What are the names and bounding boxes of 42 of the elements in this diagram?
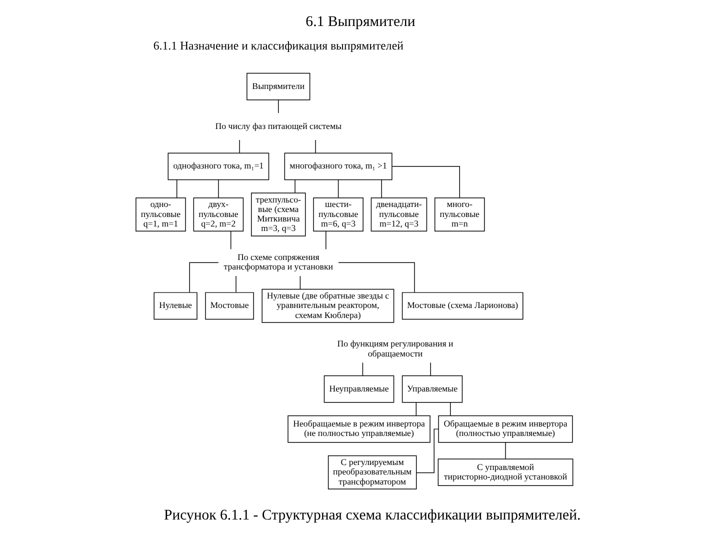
connector xyxy=(314,140,316,154)
connector xyxy=(325,230,326,250)
node-text: По числу фаз питающей системы xyxy=(214,120,342,131)
connector xyxy=(299,276,300,290)
connector xyxy=(338,262,414,293)
node-box: Необращаемые в режим инвертора (не полностью управляемые) xyxy=(287,415,430,443)
connector xyxy=(238,140,240,154)
node-box: Мостовые xyxy=(204,292,254,320)
connector xyxy=(391,166,460,198)
diagram-title: 6.1 Выпрямители xyxy=(305,14,415,30)
connector xyxy=(176,179,177,198)
connector xyxy=(380,179,382,198)
connector xyxy=(416,428,438,474)
connector xyxy=(415,402,416,416)
node-box: Обращаемые в режим инвертора (полностью управляемые) xyxy=(438,415,572,443)
node-box: Выпрямители xyxy=(246,72,310,100)
connector xyxy=(504,442,506,460)
node-box: однофазного тока, m₁=1 xyxy=(167,152,269,180)
node-box: одно- пульсовые q=1, m=1 xyxy=(135,198,186,232)
label: 6.1.1 Назначение и классификация выпрямителей xyxy=(152,38,403,52)
node-box: Мостовые (схема Ларионова) xyxy=(401,292,523,320)
node-box: двенадцати- пульсовые m=12, q=3 xyxy=(370,198,427,232)
connector xyxy=(294,179,295,194)
connector xyxy=(188,262,218,293)
caption: Рисунок 6.1.1 - Структурная схема классификации выпрямителей. xyxy=(163,507,580,524)
node-box: Неуправляемые xyxy=(323,375,394,403)
connector xyxy=(337,179,338,198)
node-box: много- пульсовые m=n xyxy=(434,198,484,232)
node-box: Нулевые xyxy=(153,292,197,320)
node-box: Нулевые (две обратные звезды с уравнительным реактором, схемам Кюблера) xyxy=(261,288,394,323)
connector xyxy=(362,362,363,376)
node-text: По схеме сопряжения трансформатора и установки xyxy=(223,252,332,272)
node-box: двух- пульсовые q=2, m=2 xyxy=(192,198,244,232)
node-box: многофазного тока, m₁ >1 xyxy=(284,152,392,180)
connector xyxy=(230,230,231,250)
node-box: шести- пульсовые m=6, q=3 xyxy=(312,198,363,232)
node-box: Управляемые xyxy=(401,375,462,403)
node-box: С управляемой тиристорно-диодной установкой xyxy=(437,458,573,486)
node-box: трехпульсо- вые (схема Миткивича m=3, q=3 xyxy=(250,192,306,236)
connector xyxy=(235,276,236,293)
node-box: С регулируемым преобразовательным трансформатором xyxy=(327,455,416,490)
node-text: По функциям регулирования и обращаемости xyxy=(336,338,453,358)
